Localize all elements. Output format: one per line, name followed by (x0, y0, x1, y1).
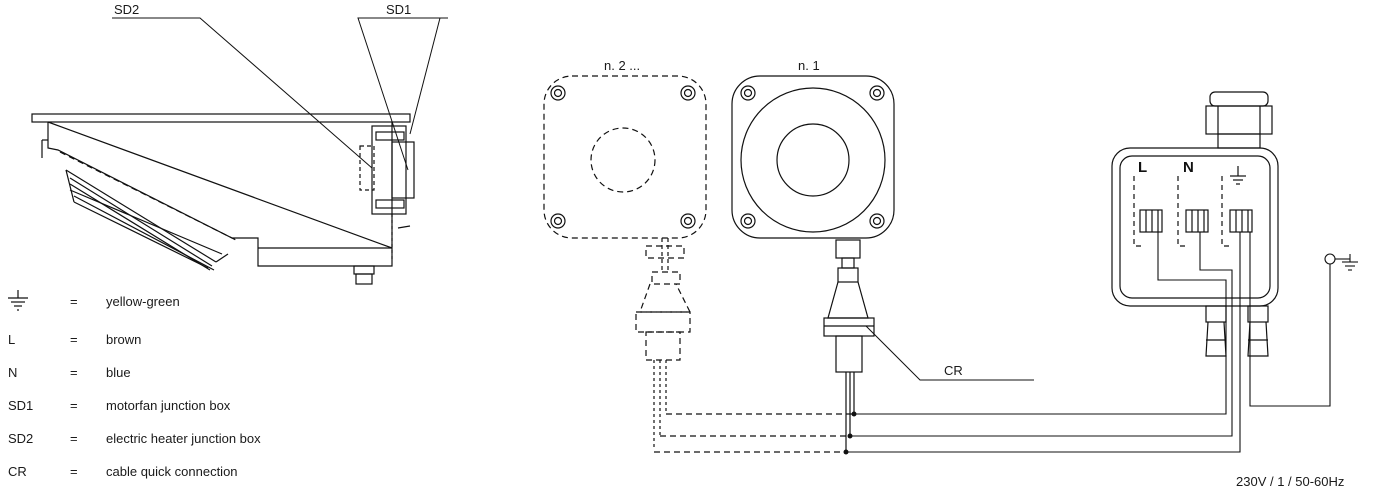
label-cr: CR (944, 363, 963, 378)
legend-key: N (8, 365, 17, 380)
unit-n1 (731, 75, 1034, 452)
terminal-label-n: N (1183, 159, 1194, 176)
junction-box (1111, 91, 1279, 357)
label-sd2: SD2 (114, 2, 139, 17)
terminal-label-l: L (1138, 159, 1147, 176)
wires (846, 232, 1358, 453)
label-sd1: SD1 (386, 2, 411, 17)
legend-value: yellow-green (106, 294, 180, 309)
legend-key: SD2 (8, 431, 33, 446)
supply-label: 230V / 1 / 50-60Hz (1236, 474, 1344, 489)
earth-icon (8, 290, 28, 311)
legend-value: electric heater junction box (106, 431, 261, 446)
legend-eq: = (70, 332, 78, 347)
legend-eq: = (70, 294, 78, 309)
legend-eq: = (70, 464, 78, 479)
label-unit-n2: n. 2 ... (604, 58, 640, 73)
unit-side-view (31, 17, 448, 285)
legend-value: cable quick connection (106, 464, 238, 479)
legend-eq: = (70, 365, 78, 380)
legend: = yellow-green L = brown N = blue SD1 = … (8, 294, 261, 479)
legend-value: blue (106, 365, 131, 380)
legend-key: SD1 (8, 398, 33, 413)
legend-value: motorfan junction box (106, 398, 231, 413)
unit-n2 (543, 75, 852, 453)
legend-eq: = (70, 431, 78, 446)
legend-eq: = (70, 398, 78, 413)
label-unit-n1: n. 1 (798, 58, 820, 73)
legend-key: CR (8, 464, 27, 479)
legend-key: L (8, 332, 15, 347)
legend-value: brown (106, 332, 141, 347)
unit-n2-bolts (550, 85, 696, 229)
